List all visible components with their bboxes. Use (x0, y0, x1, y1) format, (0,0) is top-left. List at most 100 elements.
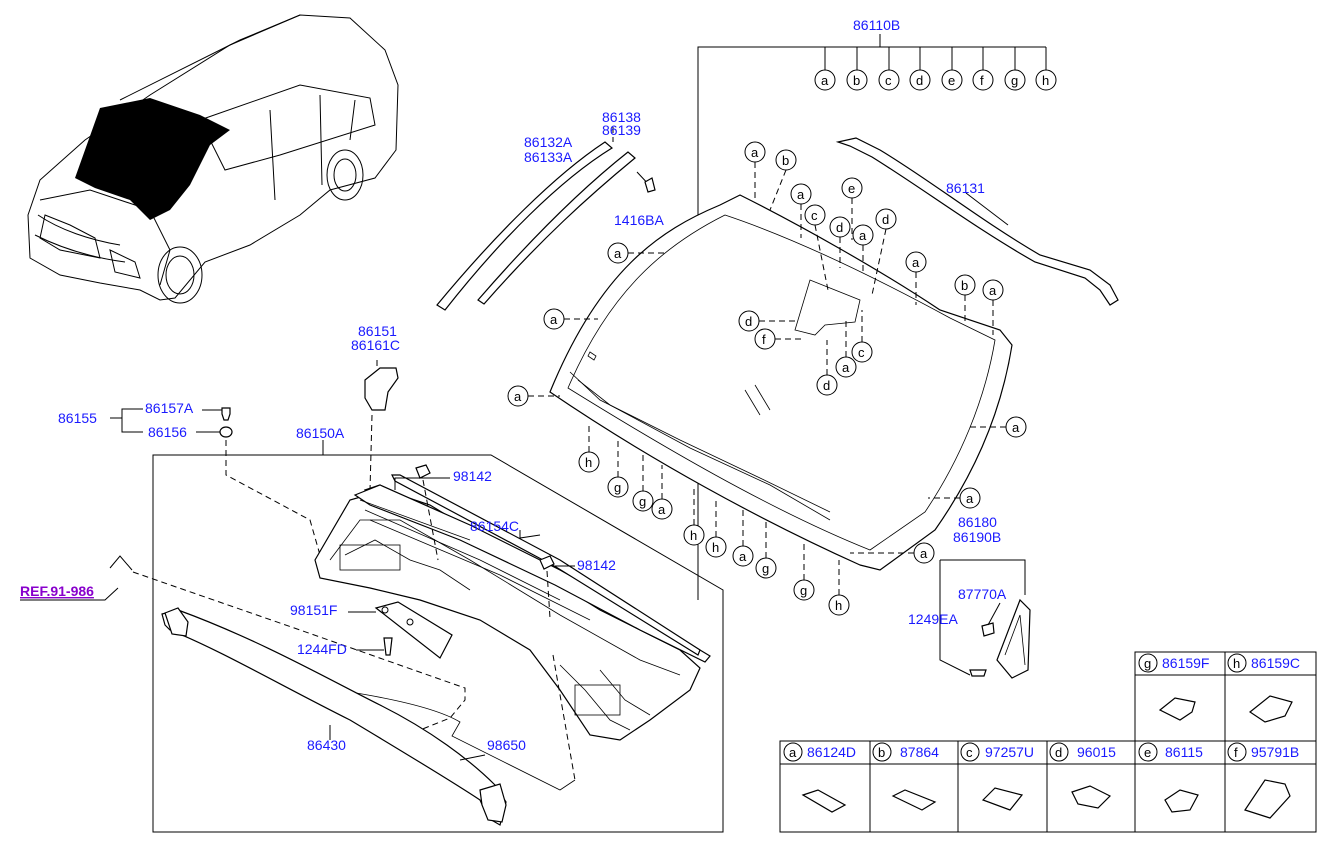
svg-text:d: d (823, 378, 830, 393)
svg-text:d: d (916, 73, 923, 88)
svg-text:g: g (1144, 656, 1151, 671)
legend-part-96015: 96015 (1077, 744, 1116, 760)
part-98142-lower: 98142 (577, 557, 616, 573)
part-86154c: 86154C (470, 518, 519, 534)
svg-text:e: e (1144, 745, 1151, 760)
svg-text:a: a (842, 360, 850, 375)
svg-text:a: a (797, 187, 805, 202)
part-number-labels: 86110B 86138 86139 86132A 86133A 1416BA … (20, 17, 1007, 753)
svg-text:c: c (885, 73, 892, 88)
svg-text:d: d (1055, 745, 1062, 760)
bracket-98151f (374, 601, 453, 659)
svg-text:e: e (848, 181, 855, 196)
svg-text:a: a (966, 491, 974, 506)
part-86133a: 86133A (524, 149, 573, 165)
part-86131: 86131 (946, 180, 985, 196)
part-86157a: 86157A (145, 400, 194, 416)
part-86110b: 86110B (853, 17, 900, 33)
svg-text:a: a (1012, 420, 1020, 435)
legend-part-95791b: 95791B (1251, 744, 1299, 760)
svg-text:a: a (658, 502, 666, 517)
cover-86151 (364, 360, 399, 491)
part-98142-upper: 98142 (453, 468, 492, 484)
svg-text:d: d (836, 220, 843, 235)
vehicle-illustration (27, 14, 399, 304)
svg-text:b: b (853, 73, 860, 88)
svg-text:a: a (514, 389, 522, 404)
pillar-trim-86180 (939, 559, 1031, 679)
svg-text:g: g (800, 583, 807, 598)
legend-labels: 86159F 86159C 86124D 87864 97257U 96015 … (807, 655, 1300, 760)
part-86180: 86180 (958, 514, 997, 530)
seal-86430 (161, 607, 507, 826)
part-86150a: 86150A (296, 425, 345, 441)
label-leaders (196, 409, 1001, 761)
svg-text:a: a (739, 549, 747, 564)
svg-text:a: a (550, 312, 558, 327)
svg-text:a: a (912, 255, 920, 270)
ref-link[interactable]: REF.91-986 (20, 583, 94, 599)
svg-text:a: a (989, 283, 997, 298)
svg-text:g: g (762, 561, 769, 576)
molding-86132a (436, 127, 656, 311)
part-86132a: 86132A (524, 134, 573, 150)
svg-text:a: a (789, 745, 797, 760)
windshield-glass (549, 194, 1013, 571)
svg-text:h: h (835, 598, 842, 613)
legend-part-86159f: 86159F (1162, 655, 1209, 671)
part-98151f: 98151F (290, 602, 337, 618)
svg-text:c: c (811, 208, 818, 223)
svg-text:g: g (614, 480, 621, 495)
cowl-grille-86154c (353, 474, 711, 663)
label-group-86110b (697, 34, 1057, 600)
hose-98650 (109, 555, 576, 791)
legend-part-86124d: 86124D (807, 744, 856, 760)
svg-text:e: e (948, 73, 955, 88)
molding-86131 (835, 137, 1119, 306)
legend-part-86115: 86115 (1165, 744, 1203, 760)
clip-group-86155 (110, 407, 321, 556)
svg-text:h: h (585, 455, 592, 470)
svg-text:f: f (1234, 745, 1238, 760)
svg-text:c: c (858, 345, 865, 360)
svg-text:a: a (859, 228, 867, 243)
svg-text:h: h (712, 540, 719, 555)
svg-text:g: g (639, 494, 646, 509)
part-86155: 86155 (58, 410, 97, 426)
part-86151: 86151 (358, 323, 397, 339)
svg-text:b: b (878, 745, 885, 760)
legend-table (779, 651, 1317, 833)
windshield-callouts (507, 141, 1027, 616)
svg-text:a: a (920, 546, 928, 561)
part-1249ea: 1249EA (908, 611, 958, 627)
part-86139: 86139 (602, 122, 641, 138)
svg-text:b: b (782, 153, 789, 168)
svg-text:f: f (980, 73, 984, 88)
legend-part-86159c: 86159C (1251, 655, 1300, 671)
svg-text:b: b (961, 278, 968, 293)
svg-text:h: h (1233, 656, 1240, 671)
svg-text:c: c (966, 745, 973, 760)
svg-text:h: h (690, 528, 697, 543)
part-86190b: 86190B (953, 529, 1001, 545)
svg-text:f: f (762, 332, 766, 347)
part-86430: 86430 (307, 737, 346, 753)
clip-98142 (415, 464, 555, 619)
legend-part-97257u: 97257U (985, 744, 1034, 760)
svg-text:d: d (882, 212, 889, 227)
part-1416ba: 1416BA (614, 212, 664, 228)
svg-text:a: a (821, 73, 829, 88)
part-1244fd: 1244FD (297, 641, 347, 657)
part-87770a: 87770A (958, 586, 1007, 602)
cowl-frame (152, 440, 724, 833)
part-86138: 86138 (602, 109, 641, 125)
svg-text:g: g (1011, 73, 1018, 88)
part-86156: 86156 (148, 424, 187, 440)
callout-letters: a b c d e f g h a b a c e d a d a b a a … (514, 73, 1240, 760)
svg-text:d: d (745, 314, 752, 329)
part-98650: 98650 (487, 737, 526, 753)
svg-text:a: a (614, 246, 622, 261)
legend-part-87864: 87864 (900, 744, 939, 760)
svg-text:h: h (1042, 73, 1049, 88)
